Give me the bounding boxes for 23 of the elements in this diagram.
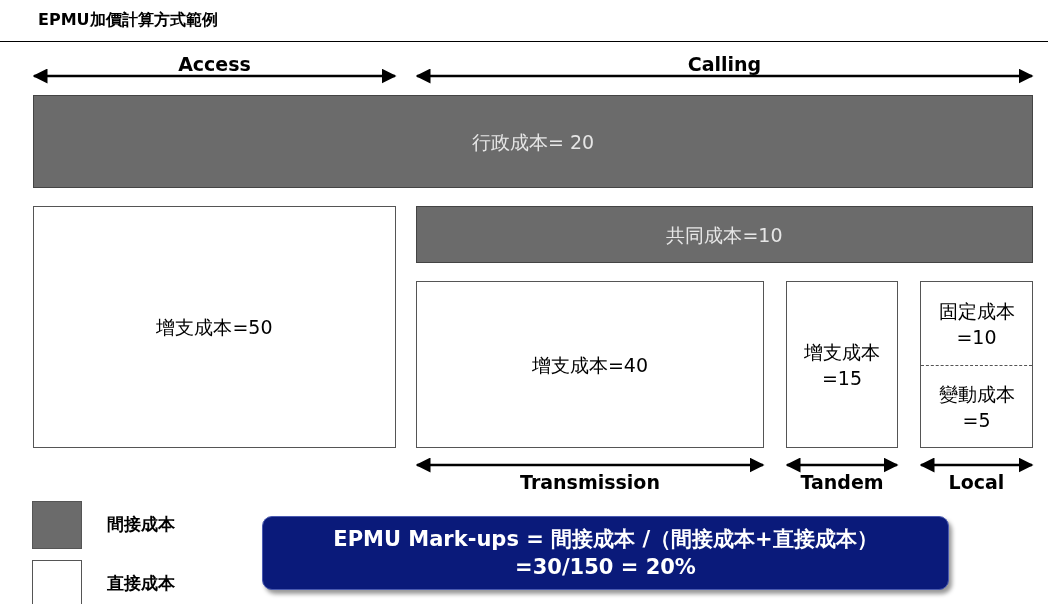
cost-text: EPMU Mark-ups = 間接成本 /（間接成本+直接成本） =30/150 = 20%: [332, 526, 879, 581]
cost-box: [416, 281, 764, 448]
cost-text: 變動成本 =5: [937, 381, 1016, 433]
title: EPMU加價計算方式範例: [38, 10, 218, 31]
cost-text: 增支成本=40: [530, 352, 650, 378]
span-label: Calling: [687, 53, 762, 75]
formula-box: [262, 516, 949, 590]
legend-label: 直接成本: [107, 572, 175, 595]
span-label: Tandem: [800, 471, 884, 493]
cost-text: 行政成本= 20: [470, 129, 596, 155]
cost-text: 共同成本=10: [665, 222, 784, 248]
cost-box: [786, 281, 898, 448]
cost-box: [33, 206, 396, 448]
legend-label: 間接成本: [107, 513, 175, 536]
span-label: Transmission: [520, 471, 660, 493]
span-label: Access: [178, 53, 251, 75]
cost-band: [33, 95, 1033, 188]
cost-text: 增支成本 =15: [803, 339, 881, 391]
cost-band: [416, 206, 1033, 263]
cost-text: 固定成本 =10: [937, 298, 1016, 350]
span-label: Local: [948, 471, 1005, 493]
local-cost-box: [920, 281, 1033, 448]
cost-text: 增支成本=50: [155, 315, 274, 340]
